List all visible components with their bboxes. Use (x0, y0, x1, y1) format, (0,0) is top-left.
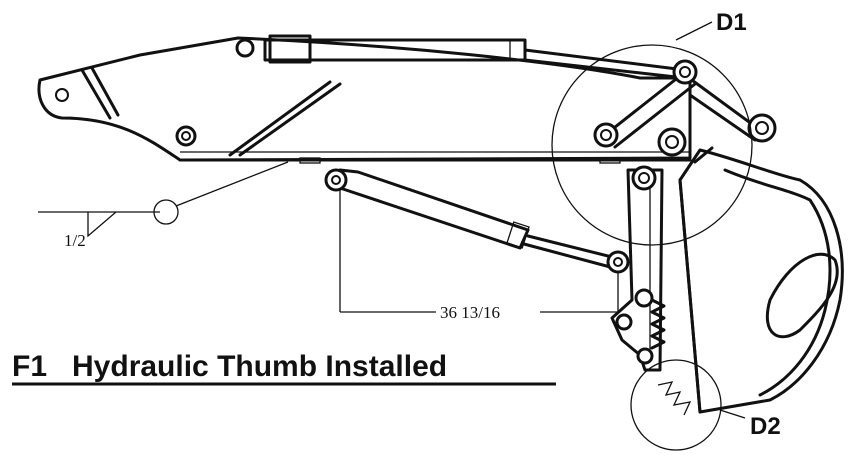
detail-circle-d1 (551, 44, 753, 246)
d2-leader-line (719, 409, 746, 419)
boom-pin-hole (55, 88, 69, 102)
bucket (678, 146, 844, 414)
detail-circle-d2 (630, 359, 722, 451)
callout-d2: D2 (750, 413, 781, 440)
thumb-mid-pin (634, 288, 654, 308)
thumb-cylinder (299, 157, 630, 274)
thumb-tip-pin (636, 347, 654, 365)
callout-d1: D1 (716, 9, 747, 36)
hydraulic-thumb (610, 165, 666, 372)
thumb-lower-pin (615, 313, 633, 331)
stick-cylinder (235, 34, 687, 80)
weld-symbol (38, 161, 289, 238)
d1-leader-line (675, 21, 713, 41)
cylinder-base-pin (235, 38, 255, 58)
pin-spacing-label: 36 13/16 (440, 303, 500, 322)
weld-size-label: 1/2 (64, 231, 86, 250)
excavator-stick (37, 36, 692, 162)
bucket-linkage (175, 59, 777, 157)
pin-spacing-dimension (339, 190, 619, 313)
figure-title: F1 Hydraulic Thumb Installed (12, 350, 447, 383)
